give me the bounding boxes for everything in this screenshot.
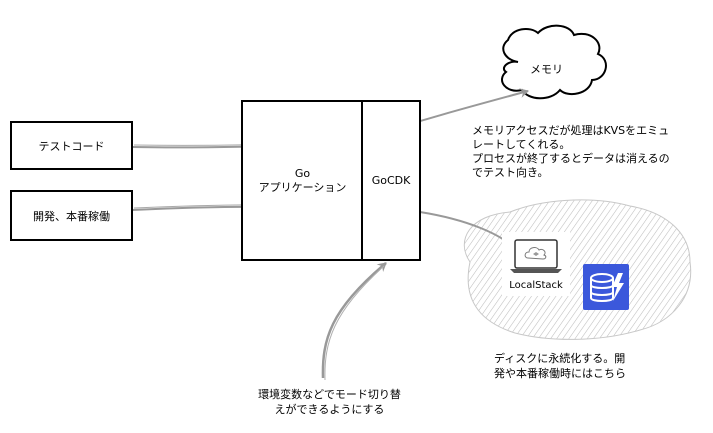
memory-note-line-1: メモリアクセスだが処理はKVSをエミュ [472,124,670,137]
memory-note-line-2: レートしてくれる。 [472,138,571,151]
go-app-label-line2: アプリケーション [258,180,347,194]
env-note: 環境変数などでモード切り替 えができるようにする [242,387,417,417]
memory-cloud-shape [501,24,607,100]
memory-note: メモリアクセスだが処理はKVSをエミュ レートしてくれる。 プロセスが終了すると… [472,124,712,180]
env-note-line-2: えができるようにする [274,403,385,416]
gocdk-label: GoCDK [371,174,411,187]
memory-note-line-3: プロセスが終了するとデータは消えるの [472,152,670,165]
localstack-card: LocalStack [502,232,570,296]
dev-prod-box: 開発、本番稼働 [10,190,133,241]
memory-label: メモリ [530,63,563,76]
gocdk-box: GoCDK [361,100,421,261]
arrow-env-to-gocdk-sketch [324,265,385,381]
persistent-storage-cloud [463,199,692,340]
localstack-label: LocalStack [509,280,563,291]
laptop-cloud-icon [510,239,562,273]
go-app-label-line1: Go [294,166,311,180]
disk-note-line-1: ディスクに永続化する。開 [494,352,626,365]
arrow-env-to-gocdk [321,262,387,379]
env-note-line-1: 環境変数などでモード切り替 [258,388,401,401]
test-code-box: テストコード [10,121,133,170]
test-code-label: テストコード [38,139,105,153]
go-app-box: Go アプリケーション [241,100,364,261]
disk-note-line-2: 発や本番稼働時にはこちら [494,367,626,380]
dynamodb-icon [583,264,629,310]
disk-note: ディスクに永続化する。開 発や本番稼働時にはこちら [494,351,694,381]
dev-prod-label: 開発、本番稼働 [33,209,110,223]
memory-note-line-4: でテスト向き。 [472,166,549,179]
